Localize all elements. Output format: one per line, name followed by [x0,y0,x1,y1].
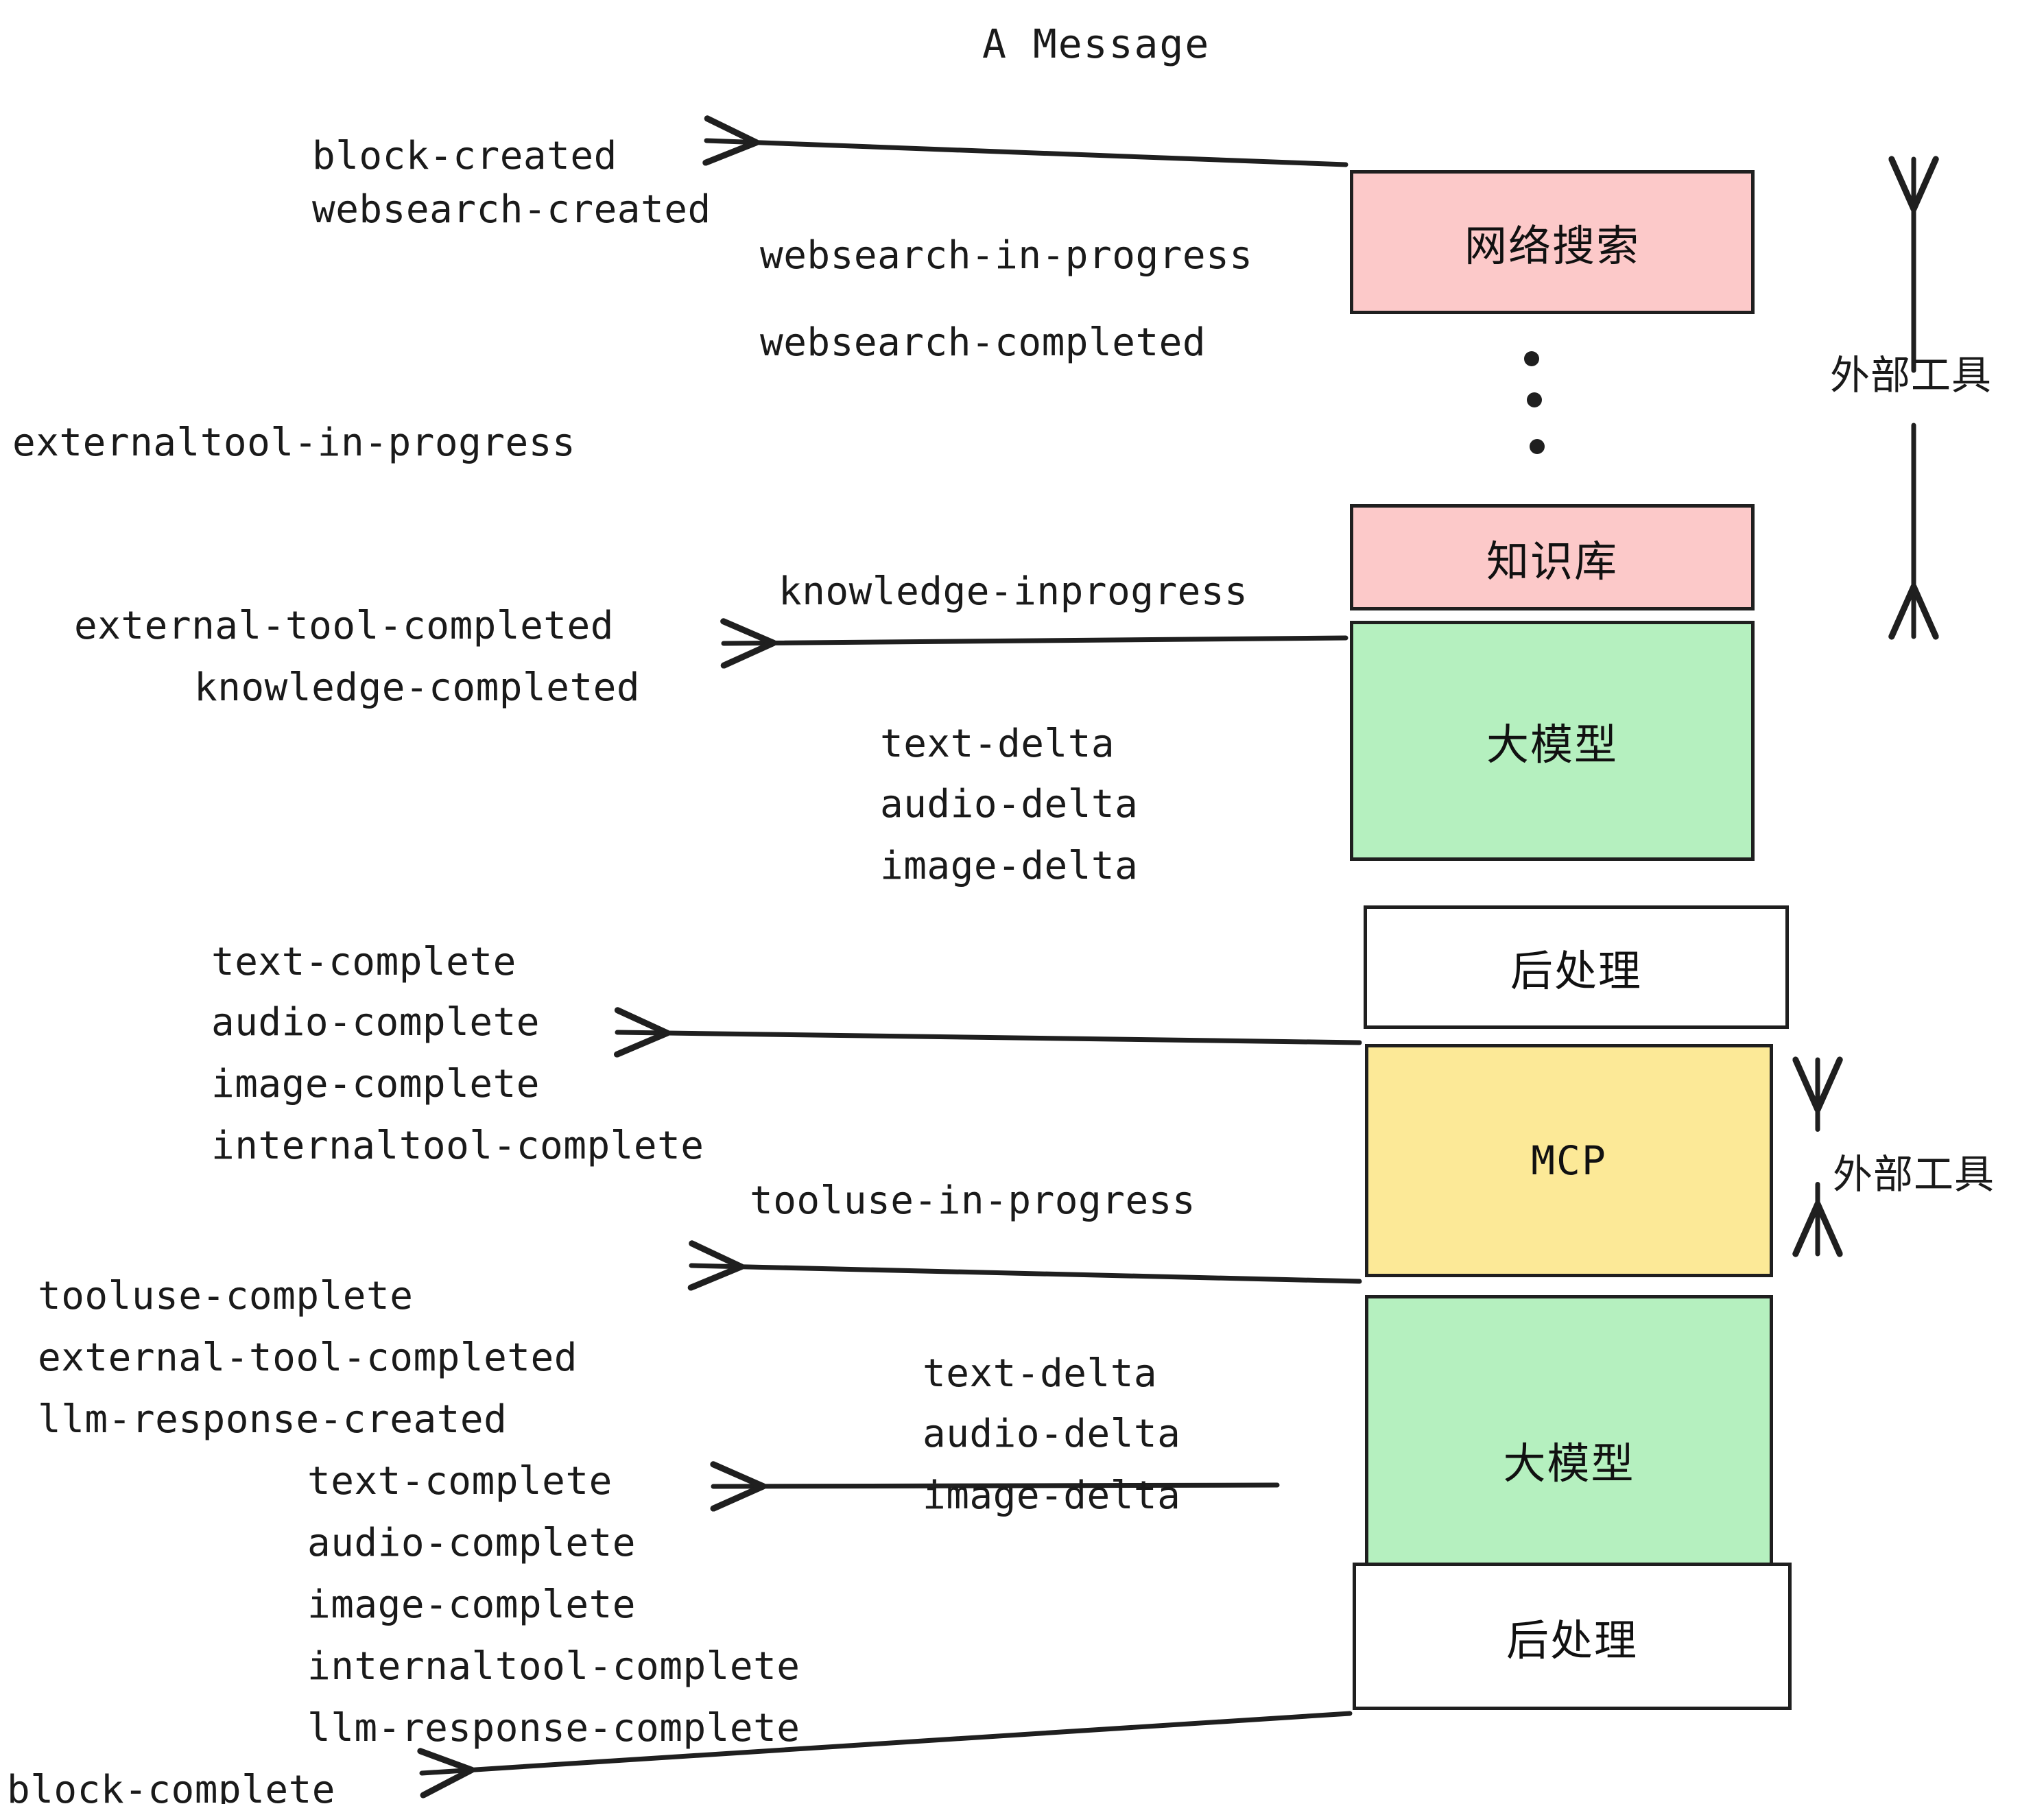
event-label: text-delta [880,722,1115,766]
event-label: block-created [312,134,617,178]
event-label: tooluse-complete [38,1274,414,1318]
event-label: external-tool-completed [38,1336,578,1380]
scope-label: 外部工具 [1833,1151,1995,1198]
component-box: 知识库 [1350,504,1755,610]
ellipsis-dot-icon [1530,439,1545,454]
ellipsis-dot-icon [1524,351,1539,366]
websearch-return-arrow [706,141,1348,167]
event-label: image-delta [880,844,1139,888]
event-label: websearch-created [312,187,711,232]
event-label: block-complete [7,1768,336,1804]
event-label: websearch-in-progress [760,233,1253,278]
postprocess-image-complete-arrow [617,1032,1362,1043]
component-box: MCP [1365,1044,1773,1277]
event-label: text-delta [923,1351,1158,1396]
event-label: internaltool-complete [211,1124,704,1168]
event-label: text-complete [307,1459,613,1504]
event-label: internaltool-complete [307,1644,800,1689]
event-label: text-complete [211,940,516,984]
knowledge-return-arrow [724,638,1348,643]
event-label: image-complete [307,1582,637,1627]
event-label: externaltool-in-progress [12,420,576,465]
event-label: knowledge-inprogress [779,569,1248,614]
ellipsis-dot-icon [1527,392,1542,407]
component-box: 大模型 [1350,621,1755,861]
scope-label: 外部工具 [1830,352,1993,399]
event-label: knowledge-completed [194,665,641,710]
event-label: audio-delta [923,1412,1181,1456]
component-box: 网络搜索 [1350,170,1755,314]
page-title: A Message [982,21,1211,67]
event-label: tooluse-in-progress [750,1178,1196,1223]
event-label: audio-complete [211,1000,540,1045]
event-label: audio-complete [307,1521,637,1565]
event-label: image-complete [211,1062,540,1106]
mcp-tooluse-return-arrow [691,1266,1362,1281]
event-label: websearch-completed [760,320,1207,365]
component-box: 后处理 [1353,1563,1792,1710]
component-box: 后处理 [1364,905,1789,1029]
event-label: llm-response-created [38,1397,508,1442]
event-label: audio-delta [880,782,1139,827]
event-label: llm-response-complete [307,1706,800,1750]
event-label: image-delta [923,1473,1181,1518]
event-label: external-tool-completed [74,604,614,648]
